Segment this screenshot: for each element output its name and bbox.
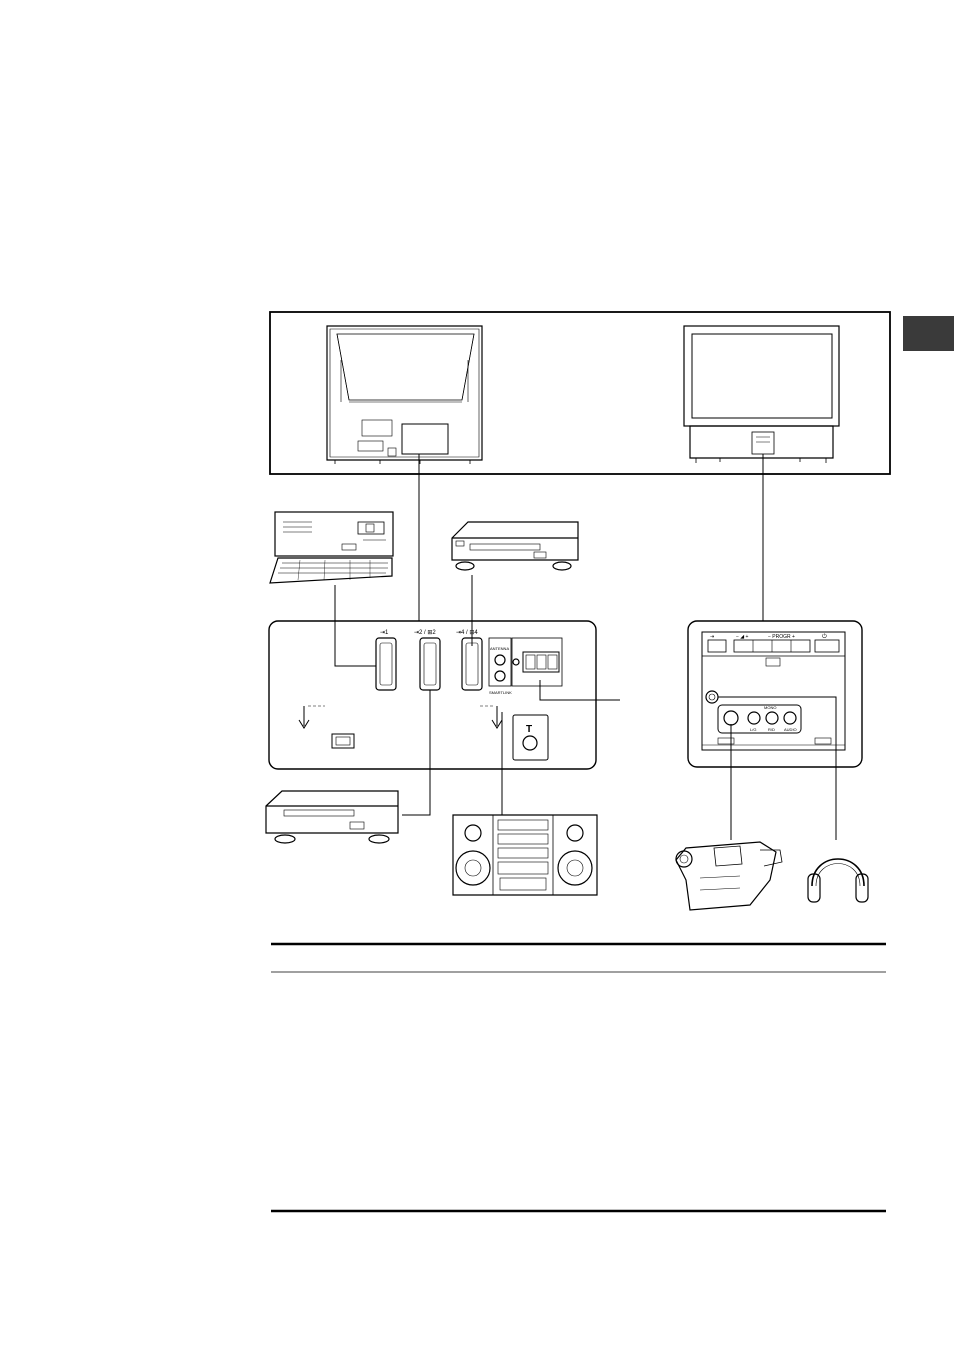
scart2-socket — [419, 637, 441, 691]
hifi-system-icon — [452, 814, 598, 896]
front-connector-panel — [687, 620, 863, 768]
vcr-bottom-icon — [265, 790, 399, 844]
camcorder-icon — [675, 841, 783, 911]
antenna-sockets — [488, 637, 512, 687]
front-progr-label: − PROGR + — [768, 634, 795, 640]
connector-badge-label: T — [526, 724, 532, 735]
front-volume-label: − ◢ + — [736, 634, 749, 640]
smartlink-connector — [511, 637, 563, 687]
down-arrow-icon — [298, 705, 325, 729]
front-audio-label: AUDIO — [784, 727, 797, 732]
tv-rear-view — [326, 325, 483, 464]
connection-cables — [334, 454, 837, 840]
front-power-label: ⏻ — [822, 633, 827, 640]
connector-badge — [512, 714, 549, 761]
vcr-top-icon — [451, 521, 579, 571]
headphones-icon — [807, 858, 869, 903]
down-arrow-icon — [480, 705, 503, 729]
tv-front-view — [683, 325, 840, 463]
switch-icon — [331, 733, 355, 749]
front-input-label: ⇥ — [710, 634, 714, 640]
scart4-label: ⇥4 / ⊞4 — [456, 630, 478, 636]
tv-views-frame — [269, 311, 891, 475]
scart2-label: ⇥2 / ⊞2 — [414, 630, 436, 636]
front-r-label: R/D — [768, 727, 775, 732]
rear-connector-panel — [268, 620, 597, 770]
computer-icon — [269, 511, 394, 584]
scart1-socket — [375, 637, 397, 691]
scart4-socket — [461, 637, 483, 691]
front-l-label: L/G — [750, 727, 756, 732]
side-tab — [903, 316, 954, 351]
front-mono-label: MONO — [764, 705, 776, 710]
smartlink-label: SMARTLINK — [489, 690, 512, 695]
antenna-label: ANTENNA — [490, 646, 509, 651]
scart1-label: ⇥1 — [380, 630, 389, 636]
